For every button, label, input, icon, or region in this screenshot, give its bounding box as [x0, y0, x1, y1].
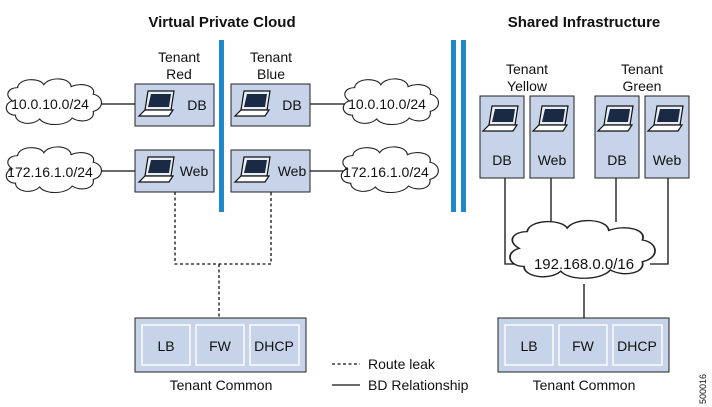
cloud-shared: 192.168.0.0/16: [509, 219, 656, 280]
cloud-blue-web: 172.16.1.0/24: [340, 146, 439, 194]
lb-service-box: [504, 324, 554, 366]
tenant-green-web-server: Web: [644, 95, 690, 179]
bd-connector-lines-shared: [504, 178, 669, 265]
server-label: DB: [607, 152, 626, 168]
dhcp-service-box: [249, 324, 300, 366]
vpc-title: Virtual Private Cloud: [148, 14, 295, 31]
tenant-common-left-caption: Tenant Common: [170, 377, 273, 393]
legend-bd-label: BD Relationship: [368, 377, 469, 393]
tenant-green-db-server: DB: [594, 95, 640, 179]
tenant-yellow-label-line2: Yellow: [507, 78, 548, 94]
server-label: DB: [282, 97, 301, 113]
tenant-red-web-server: Web: [134, 149, 215, 193]
network-red-db: 10.0.10.0/24: [11, 96, 89, 112]
figure-id: 500016: [698, 374, 708, 404]
tenant-blue-db-server: DB: [230, 83, 311, 127]
tenant-common-right: LB FW DHCP: [497, 317, 670, 373]
fw-label: FW: [209, 338, 232, 354]
server-label: Web: [538, 152, 567, 168]
tenant-common-right-caption: Tenant Common: [533, 377, 636, 393]
fw-service-box: [195, 324, 245, 366]
lb-label: LB: [520, 338, 537, 354]
tenant-common-left: LB FW DHCP: [134, 317, 307, 373]
server-label: DB: [492, 152, 511, 168]
dhcp-service-box: [612, 324, 663, 366]
bd-connector-lines-vpc: [95, 103, 345, 172]
dhcp-label: DHCP: [617, 338, 657, 354]
tenant-yellow-db-server: DB: [479, 95, 525, 179]
network-red-web: 172.16.1.0/24: [7, 164, 93, 180]
route-leak-lines: [174, 192, 272, 318]
tenant-green-label-line1: Tenant: [621, 61, 663, 77]
server-label: Web: [653, 152, 682, 168]
tenant-blue-label-line2: Blue: [257, 66, 285, 82]
server-label: DB: [187, 97, 206, 113]
fw-service-box: [558, 324, 608, 366]
tenant-green-label-line2: Green: [623, 78, 662, 94]
lb-service-box: [141, 324, 191, 366]
tenant-red-label-line2: Red: [166, 66, 192, 82]
cloud-red-web: 172.16.1.0/24: [5, 146, 103, 194]
tenant-yellow-label-line1: Tenant: [506, 61, 548, 77]
network-blue-db: 10.0.10.0/24: [348, 96, 426, 112]
network-blue-web: 172.16.1.0/24: [343, 164, 429, 180]
tenant-blue-web-server: Web: [230, 149, 311, 193]
cloud-blue-db: 10.0.10.0/24: [342, 78, 440, 126]
tenant-blue-label-line1: Tenant: [250, 49, 292, 65]
legend: Route leak BD Relationship: [332, 356, 469, 393]
server-label: Web: [278, 163, 307, 179]
tenant-red-db-server: DB: [134, 83, 215, 127]
server-label: Web: [180, 163, 209, 179]
lb-label: LB: [157, 338, 174, 354]
section-separator-bar-right: [461, 40, 466, 212]
network-shared: 192.168.0.0/16: [534, 256, 634, 273]
dhcp-label: DHCP: [254, 338, 294, 354]
shared-infrastructure-title: Shared Infrastructure: [508, 14, 661, 31]
section-separator-bar-left: [451, 40, 456, 212]
tenant-yellow-web-server: Web: [529, 95, 575, 179]
legend-route-leak-label: Route leak: [368, 356, 436, 372]
cloud-red-db: 10.0.10.0/24: [5, 78, 103, 126]
fw-label: FW: [572, 338, 595, 354]
tenant-separator-bar: [219, 40, 224, 212]
tenant-red-label-line1: Tenant: [158, 49, 200, 65]
